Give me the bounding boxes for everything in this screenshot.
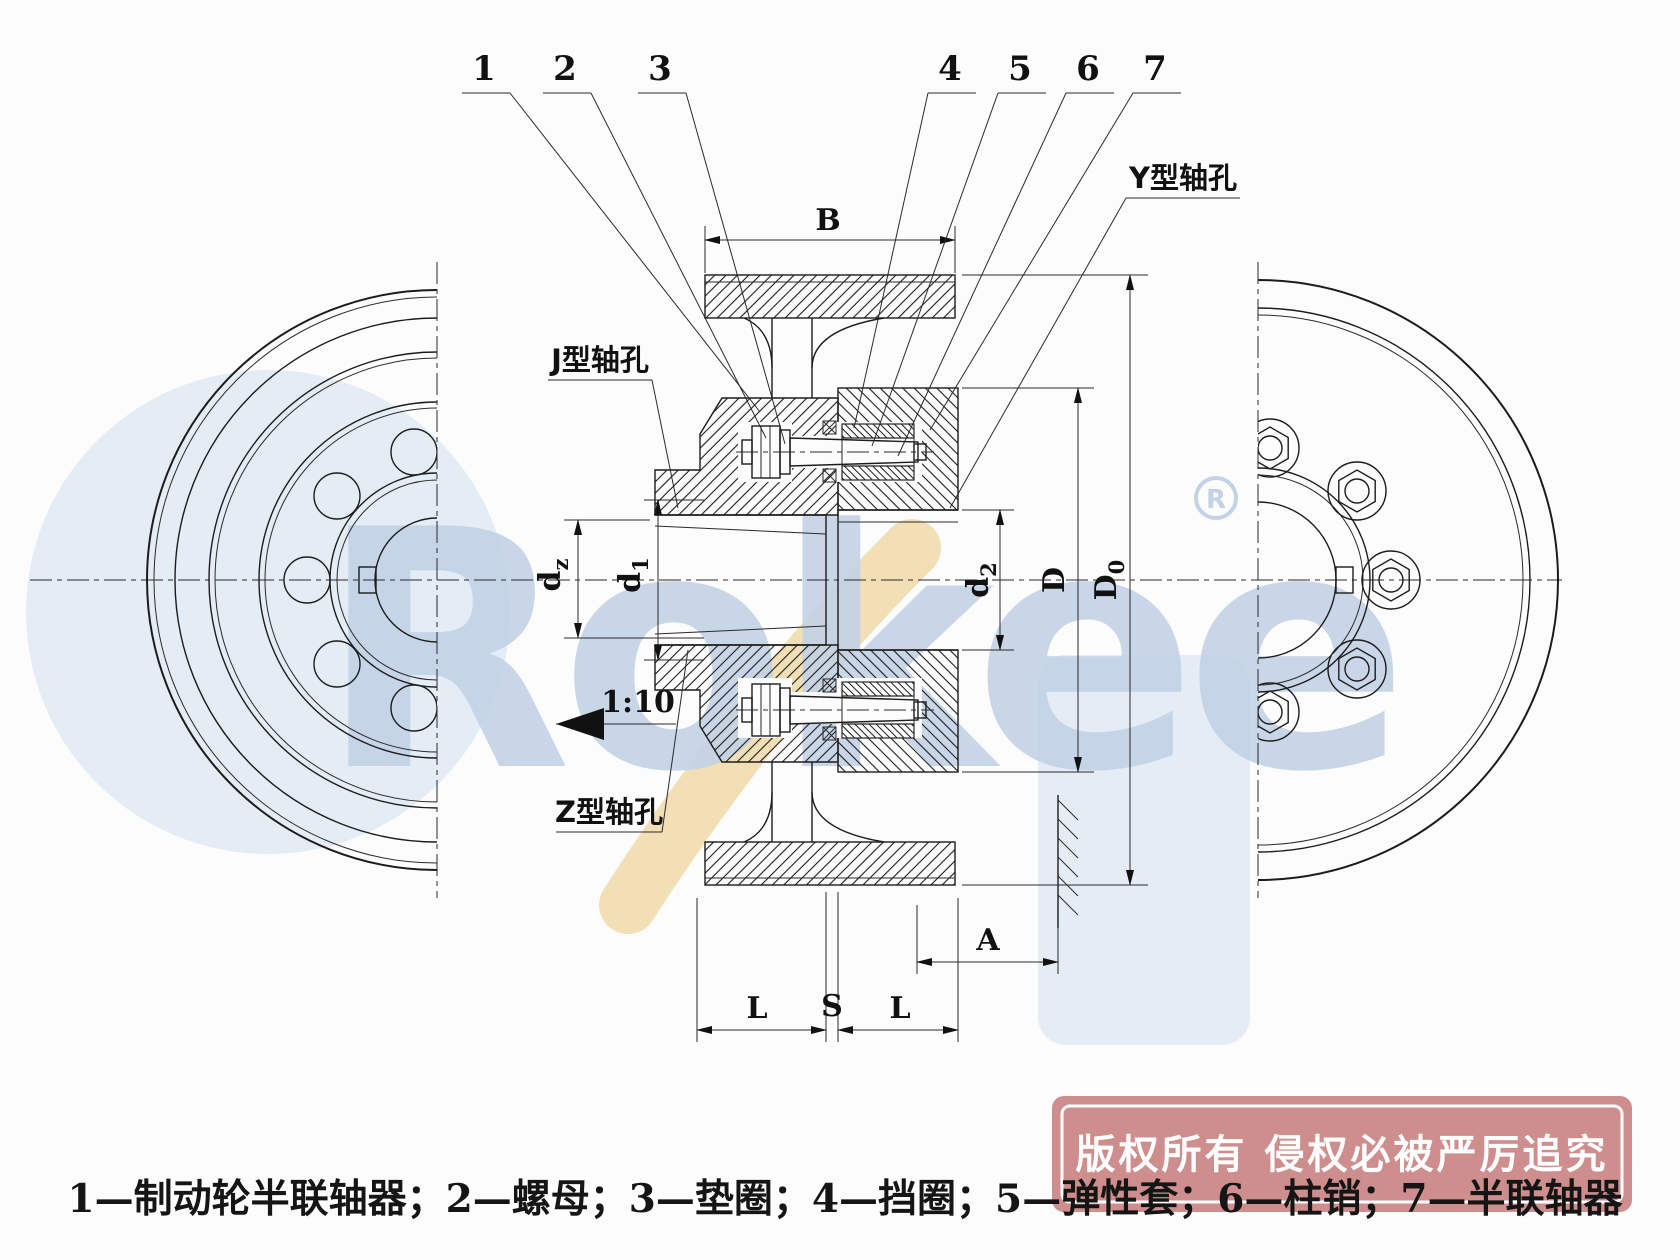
callout-1: 1 <box>472 49 496 89</box>
watermark: Rokee R <box>26 370 1409 1045</box>
left-bolt-holes <box>283 428 437 732</box>
copyright-stamp: 版权所有 侵权必被严厉追究 <box>1052 1096 1632 1212</box>
shaft-bores <box>654 509 958 651</box>
callouts: 1 2 3 4 5 6 7 <box>462 49 1181 457</box>
cross-section <box>654 274 1079 928</box>
dim-L-left: L <box>746 991 767 1026</box>
web-bottom <box>743 762 885 843</box>
dim-S: S <box>821 989 843 1024</box>
callout-3: 3 <box>648 49 672 89</box>
left-keyway <box>358 566 377 594</box>
callout-7: 7 <box>1143 49 1167 89</box>
dim-d1: d1 <box>613 557 653 593</box>
dim-L-right: L <box>889 991 910 1026</box>
label-j-hole: J型轴孔 <box>549 343 649 377</box>
dim-B: B <box>815 203 840 238</box>
pin-bolt-bottom <box>736 678 934 741</box>
taper-symbol: 1:10 <box>556 685 676 740</box>
elastic-sleeve-bottom <box>841 681 915 739</box>
rim-bottom <box>704 841 956 886</box>
label-y-hole: Y型轴孔 <box>1128 161 1237 195</box>
callout-4: 4 <box>938 49 962 89</box>
left-view-brake-wheel <box>146 289 437 871</box>
label-taper: 1:10 <box>601 685 675 720</box>
right-hex-nuts <box>1258 418 1421 742</box>
shim-squares-top <box>822 420 837 483</box>
registered-mark-icon <box>1194 476 1238 520</box>
stamp-background <box>1052 1096 1632 1212</box>
shim-squares-bottom <box>822 678 837 741</box>
pin-top <box>789 437 919 467</box>
callout-5: 5 <box>1008 49 1032 89</box>
stamp-inner-border <box>1060 1104 1624 1204</box>
rim-top <box>704 274 956 319</box>
pin-bottom <box>789 695 919 725</box>
dimensions: B d2 D D0 d1 dz A <box>533 203 1148 1042</box>
callout-6: 6 <box>1076 49 1100 89</box>
stamp-text: 版权所有 侵权必被严厉追究 <box>1076 1132 1609 1178</box>
pin-bolt-top <box>736 420 934 483</box>
parts-caption: 1—制动轮半联轴器；2—螺母；3—垫圈；4—挡圈；5—弹性套；6—柱销；7—半联… <box>68 1176 1624 1222</box>
right-keyway <box>1335 566 1354 594</box>
dim-D: D <box>1037 567 1072 593</box>
dim-A: A <box>975 923 1000 958</box>
taper-arrow-icon <box>556 708 604 740</box>
label-z-hole: Z型轴孔 <box>555 795 663 829</box>
web-top <box>743 317 885 398</box>
dim-D0: D0 <box>1089 560 1129 601</box>
right-view-half-coupling <box>1258 279 1559 881</box>
ground-wall-hatch <box>1057 795 1079 928</box>
callout-2: 2 <box>553 49 577 89</box>
dim-d2: d2 <box>961 562 1001 598</box>
elastic-sleeve-top <box>841 423 915 481</box>
hole-type-labels: Y型轴孔 J型轴孔 Z型轴孔 1:10 <box>548 161 1240 833</box>
registered-mark-letter: R <box>1206 485 1226 515</box>
watermark-blob-square <box>1038 655 1250 1045</box>
dim-dz: dz <box>533 558 573 591</box>
